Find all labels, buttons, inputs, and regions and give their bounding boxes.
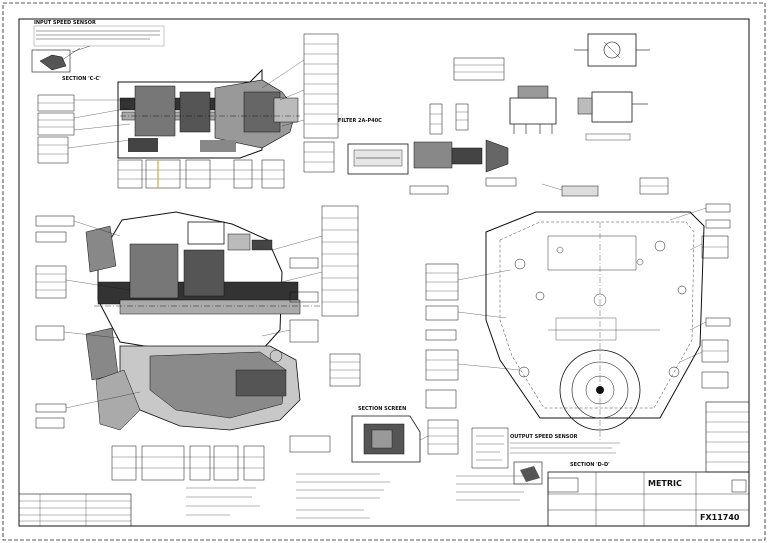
callout-row-main [111, 435, 331, 481]
drawing-number: FX11740 [700, 513, 740, 522]
input-speed-sensor-title: INPUT SPEED SENSOR [34, 20, 96, 26]
legend-notes [186, 473, 390, 519]
filter-detail [347, 103, 517, 195]
valve-body-views [453, 33, 650, 141]
callout-tables-c-c [37, 94, 131, 164]
filter-title: FILTER 2A-P40C [338, 118, 382, 124]
housing-front-view [485, 211, 705, 440]
revision-block [18, 493, 132, 527]
section-d-d-label: SECTION 'D-D' [570, 462, 610, 468]
input-speed-sensor-detail [31, 25, 165, 73]
section-screen-label: SECTION SCREEN [358, 406, 406, 412]
callout-tables-main-left [35, 215, 141, 429]
callout-stack-main-right [261, 205, 361, 387]
title-block [547, 401, 750, 527]
detail-box-right [541, 177, 669, 197]
output-speed-sensor-title: OUTPUT SPEED SENSOR [510, 434, 578, 440]
notes-block-right [456, 427, 532, 501]
section-c-c-view [117, 68, 300, 159]
output-speed-sensor-detail [510, 442, 620, 493]
callout-tables-housing-right [669, 203, 731, 389]
callout-tables-housing-left [425, 263, 521, 409]
callout-stack-c-c [261, 33, 339, 173]
section-screen-view [351, 415, 459, 463]
callout-row-c-c [117, 159, 285, 189]
drawing-frame [18, 18, 750, 527]
main-cross-section [85, 211, 320, 431]
section-c-c-label: SECTION 'C-C' [62, 76, 101, 82]
metric-label: METRIC [648, 479, 682, 488]
